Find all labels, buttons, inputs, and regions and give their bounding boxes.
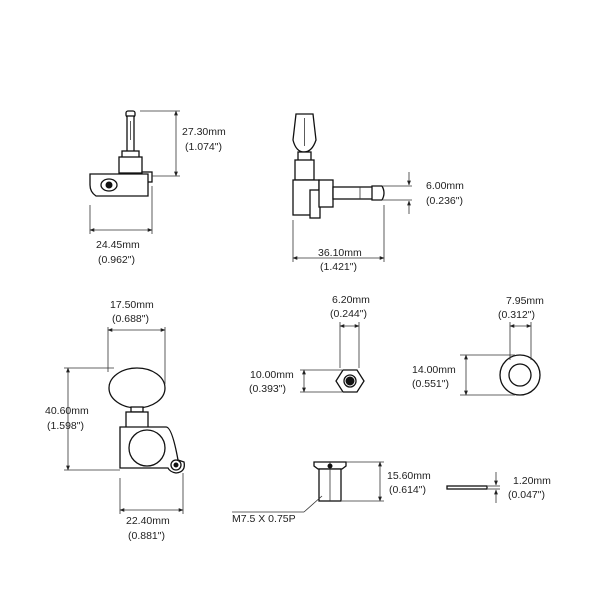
tuner-front-view xyxy=(89,110,153,197)
dim-36-10-inch: (1.421") xyxy=(320,261,357,273)
dim-27-30-inch: (1.074") xyxy=(185,141,222,153)
dim-24-45-inch: (0.962") xyxy=(98,254,135,266)
dim-17-50-mm: 17.50mm xyxy=(110,299,154,311)
dim-6-20-mm: 6.20mm xyxy=(332,294,370,306)
dim-22-40-inch: (0.881") xyxy=(128,530,165,542)
dim-6-20-inch: (0.244") xyxy=(330,308,367,320)
bushing xyxy=(313,461,347,502)
shim xyxy=(446,485,488,490)
dim-15-60-mm: 15.60mm xyxy=(387,470,431,482)
dim-22-40-mm: 22.40mm xyxy=(126,515,170,527)
dim-17-50-inch: (0.688") xyxy=(112,313,149,325)
dim-15-60: 15.60mm (0.614") xyxy=(342,461,431,502)
dim-36-10-mm: 36.10mm xyxy=(318,247,362,259)
dim-1-20: 1.20mm (0.047") xyxy=(488,472,551,503)
dim-6-00-inch: (0.236") xyxy=(426,195,463,207)
dim-7-95-inch: (0.312") xyxy=(498,309,535,321)
dim-36-10: 36.10mm (1.421") xyxy=(292,205,385,273)
dim-24-45-mm: 24.45mm xyxy=(96,239,140,251)
dim-24-45: 24.45mm (0.962") xyxy=(89,186,153,266)
dim-40-60: 40.60mm (1.598") xyxy=(45,367,120,471)
tuner-side-view xyxy=(292,113,385,219)
dim-14-00-inch: (0.551") xyxy=(412,378,449,390)
washer xyxy=(499,354,541,396)
tuner-back-view xyxy=(108,367,185,474)
dim-10-00: 10.00mm (0.393") xyxy=(249,369,342,395)
dim-40-60-inch: (1.598") xyxy=(47,420,84,432)
dim-27-30-mm: 27.30mm xyxy=(182,126,226,138)
dim-27-30: 27.30mm (1.074") xyxy=(140,110,226,177)
dim-6-00: 6.00mm (0.236") xyxy=(383,172,464,214)
thread-callout: M7.5 X 0.75P xyxy=(232,495,323,525)
dim-22-40: 22.40mm (0.881") xyxy=(119,473,184,542)
dim-6-20: 6.20mm (0.244") xyxy=(330,294,370,368)
dim-6-00-mm: 6.00mm xyxy=(426,180,464,192)
dim-10-00-mm: 10.00mm xyxy=(250,369,294,381)
hex-nut xyxy=(335,369,365,393)
dim-14-00-mm: 14.00mm xyxy=(412,364,456,376)
dim-10-00-inch: (0.393") xyxy=(249,383,286,395)
dim-7-95-mm: 7.95mm xyxy=(506,295,544,307)
dim-14-00: 14.00mm (0.551") xyxy=(412,354,515,396)
dim-7-95: 7.95mm (0.312") xyxy=(498,295,544,360)
dim-40-60-mm: 40.60mm xyxy=(45,405,89,417)
thread-label: M7.5 X 0.75P xyxy=(232,513,296,525)
dim-1-20-mm: 1.20mm xyxy=(513,475,551,487)
dim-17-50: 17.50mm (0.688") xyxy=(107,299,166,384)
dim-15-60-inch: (0.614") xyxy=(389,484,426,496)
dim-1-20-inch: (0.047") xyxy=(508,489,545,501)
